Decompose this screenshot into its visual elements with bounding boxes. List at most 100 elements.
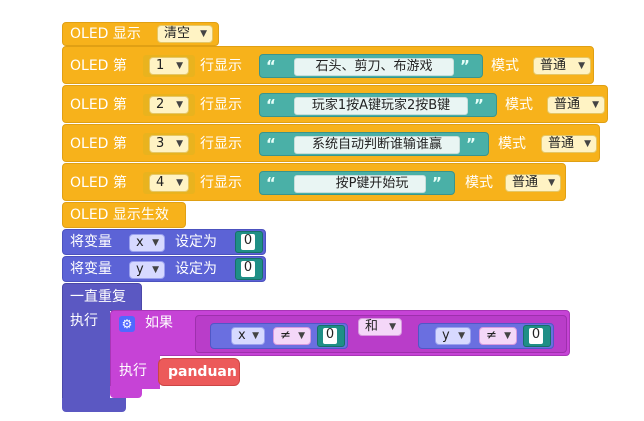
chevron-down-icon: ▼ [458, 331, 465, 341]
chevron-down-icon: ▼ [252, 331, 259, 341]
chevron-down-icon: ▼ [584, 139, 591, 149]
row-display-label: 行显示 [200, 97, 242, 113]
set-variable-y-block[interactable]: 将变量 y ▼ 设定为 0 [62, 256, 266, 282]
and-condition-block[interactable]: x ▼ ≠ ▼ 0 和 ▼ y ▼ ≠ ▼ 0 [195, 315, 567, 353]
chevron-down-icon: ▼ [176, 178, 183, 188]
logic-operator-dropdown[interactable]: 和 ▼ [358, 318, 402, 336]
operator-value: ≠ [280, 328, 291, 343]
row-display-label: 行显示 [200, 136, 242, 152]
if-block-arm: 执行 [110, 355, 160, 389]
compare-block-right[interactable]: y ▼ ≠ ▼ 0 [418, 323, 554, 349]
chevron-down-icon: ▼ [504, 331, 511, 341]
gear-icon[interactable]: ⚙ [119, 316, 135, 332]
quote-close-icon: ” [474, 96, 484, 114]
if-label: 如果 [145, 315, 173, 331]
row-number-value: 4 [156, 175, 165, 190]
chevron-down-icon: ▼ [152, 238, 159, 248]
row-number-value: 3 [156, 136, 165, 151]
chevron-down-icon: ▼ [176, 100, 183, 110]
number-block[interactable]: 0 [523, 325, 551, 347]
oled-row-label: OLED 第 [70, 136, 127, 152]
oled-clear-option-dropdown[interactable]: 清空 ▼ [157, 25, 213, 43]
quote-close-icon: ” [466, 135, 476, 153]
chevron-down-icon: ▼ [548, 178, 555, 188]
set-variable-label: 将变量 [70, 234, 112, 250]
text-string-block[interactable]: “ 玩家1按A键玩家2按B键 ” [259, 93, 497, 117]
oled-clear-option-value: 清空 [164, 26, 191, 41]
variable-dropdown[interactable]: y ▼ [129, 261, 165, 279]
oled-row-label: OLED 第 [70, 58, 127, 74]
text-string-block[interactable]: “ 按P键开始玩 ” [259, 171, 455, 195]
variable-dropdown[interactable]: x ▼ [231, 327, 265, 345]
operator-value: ≠ [486, 328, 497, 343]
mode-dropdown[interactable]: 普通 ▼ [533, 57, 591, 75]
chevron-down-icon: ▼ [176, 139, 183, 149]
oled-row-1-block[interactable]: OLED 第 1 ▼ 行显示 “ 石头、剪刀、布游戏 ” 模式 普通 ▼ [62, 46, 594, 84]
variable-value: y [442, 328, 450, 343]
row-number-dropdown[interactable]: 2 ▼ [149, 96, 189, 114]
row-number-value: 1 [156, 58, 165, 73]
oled-clear-block[interactable]: OLED 显示 清空 ▼ [62, 22, 219, 46]
number-block[interactable]: 0 [235, 258, 263, 280]
chevron-down-icon: ▼ [176, 61, 183, 71]
forever-label: 一直重复 [70, 289, 126, 305]
procedure-call-block[interactable]: panduan [158, 358, 240, 386]
text-string-field[interactable]: 石头、剪刀、布游戏 [294, 58, 454, 76]
oled-row-3-block[interactable]: OLED 第 3 ▼ 行显示 “ 系统自动判断谁输谁赢 ” 模式 普通 ▼ [62, 124, 600, 162]
variable-value: x [136, 235, 144, 250]
if-do-label: 执行 [119, 363, 147, 379]
set-variable-x-block[interactable]: 将变量 x ▼ 设定为 0 [62, 229, 266, 255]
mode-value: 普通 [554, 97, 581, 112]
forever-loop-footer [62, 398, 126, 412]
chevron-down-icon: ▼ [152, 265, 159, 275]
row-number-dropdown[interactable]: 4 ▼ [149, 174, 189, 192]
number-block[interactable]: 0 [235, 231, 263, 253]
number-field[interactable]: 0 [529, 328, 543, 344]
text-string-block[interactable]: “ 系统自动判断谁输谁赢 ” [259, 132, 489, 156]
quote-open-icon: “ [266, 96, 276, 114]
text-string-field[interactable]: 按P键开始玩 [294, 175, 426, 193]
operator-dropdown[interactable]: ≠ ▼ [479, 327, 517, 345]
chevron-down-icon: ▼ [298, 331, 305, 341]
quote-close-icon: ” [460, 57, 470, 75]
set-to-label: 设定为 [175, 234, 217, 250]
oled-row-2-block[interactable]: OLED 第 2 ▼ 行显示 “ 玩家1按A键玩家2按B键 ” 模式 普通 ▼ [62, 85, 608, 123]
chevron-down-icon: ▼ [578, 61, 585, 71]
if-block[interactable]: ⚙ 如果 x ▼ ≠ ▼ 0 和 ▼ y ▼ ≠ [110, 310, 570, 356]
chevron-down-icon: ▼ [389, 322, 396, 332]
number-field[interactable]: 0 [323, 328, 337, 344]
row-number-value: 2 [156, 97, 165, 112]
number-block[interactable]: 0 [317, 325, 345, 347]
forever-loop-header[interactable]: 一直重复 [62, 283, 142, 311]
mode-value: 普通 [548, 136, 575, 151]
text-string-field[interactable]: 玩家1按A键玩家2按B键 [294, 97, 468, 115]
mode-label: 模式 [505, 97, 533, 113]
oled-row-4-block[interactable]: OLED 第 4 ▼ 行显示 “ 按P键开始玩 ” 模式 普通 ▼ [62, 163, 566, 201]
mode-dropdown[interactable]: 普通 ▼ [505, 174, 561, 192]
mode-label: 模式 [498, 136, 526, 152]
text-string-block[interactable]: “ 石头、剪刀、布游戏 ” [259, 54, 483, 78]
variable-value: x [238, 328, 246, 343]
number-field[interactable]: 0 [241, 234, 255, 250]
compare-block-left[interactable]: x ▼ ≠ ▼ 0 [210, 323, 348, 349]
number-field[interactable]: 0 [241, 261, 255, 277]
mode-dropdown[interactable]: 普通 ▼ [541, 135, 597, 153]
oled-apply-block[interactable]: OLED 显示生效 [62, 202, 186, 228]
quote-open-icon: “ [266, 174, 276, 192]
operator-dropdown[interactable]: ≠ ▼ [273, 327, 311, 345]
row-number-dropdown[interactable]: 3 ▼ [149, 135, 189, 153]
quote-close-icon: ” [432, 174, 442, 192]
mode-dropdown[interactable]: 普通 ▼ [547, 96, 605, 114]
variable-dropdown[interactable]: y ▼ [435, 327, 471, 345]
procedure-call-label: panduan [168, 364, 237, 380]
oled-clear-label: OLED 显示 [70, 26, 141, 42]
mode-label: 模式 [465, 175, 493, 191]
variable-value: y [136, 262, 144, 277]
row-number-dropdown[interactable]: 1 ▼ [149, 57, 189, 75]
quote-open-icon: “ [266, 57, 276, 75]
mode-value: 普通 [512, 175, 539, 190]
mode-value: 普通 [540, 58, 567, 73]
text-string-field[interactable]: 系统自动判断谁输谁赢 [294, 136, 460, 154]
set-to-label: 设定为 [175, 261, 217, 277]
variable-dropdown[interactable]: x ▼ [129, 234, 165, 252]
